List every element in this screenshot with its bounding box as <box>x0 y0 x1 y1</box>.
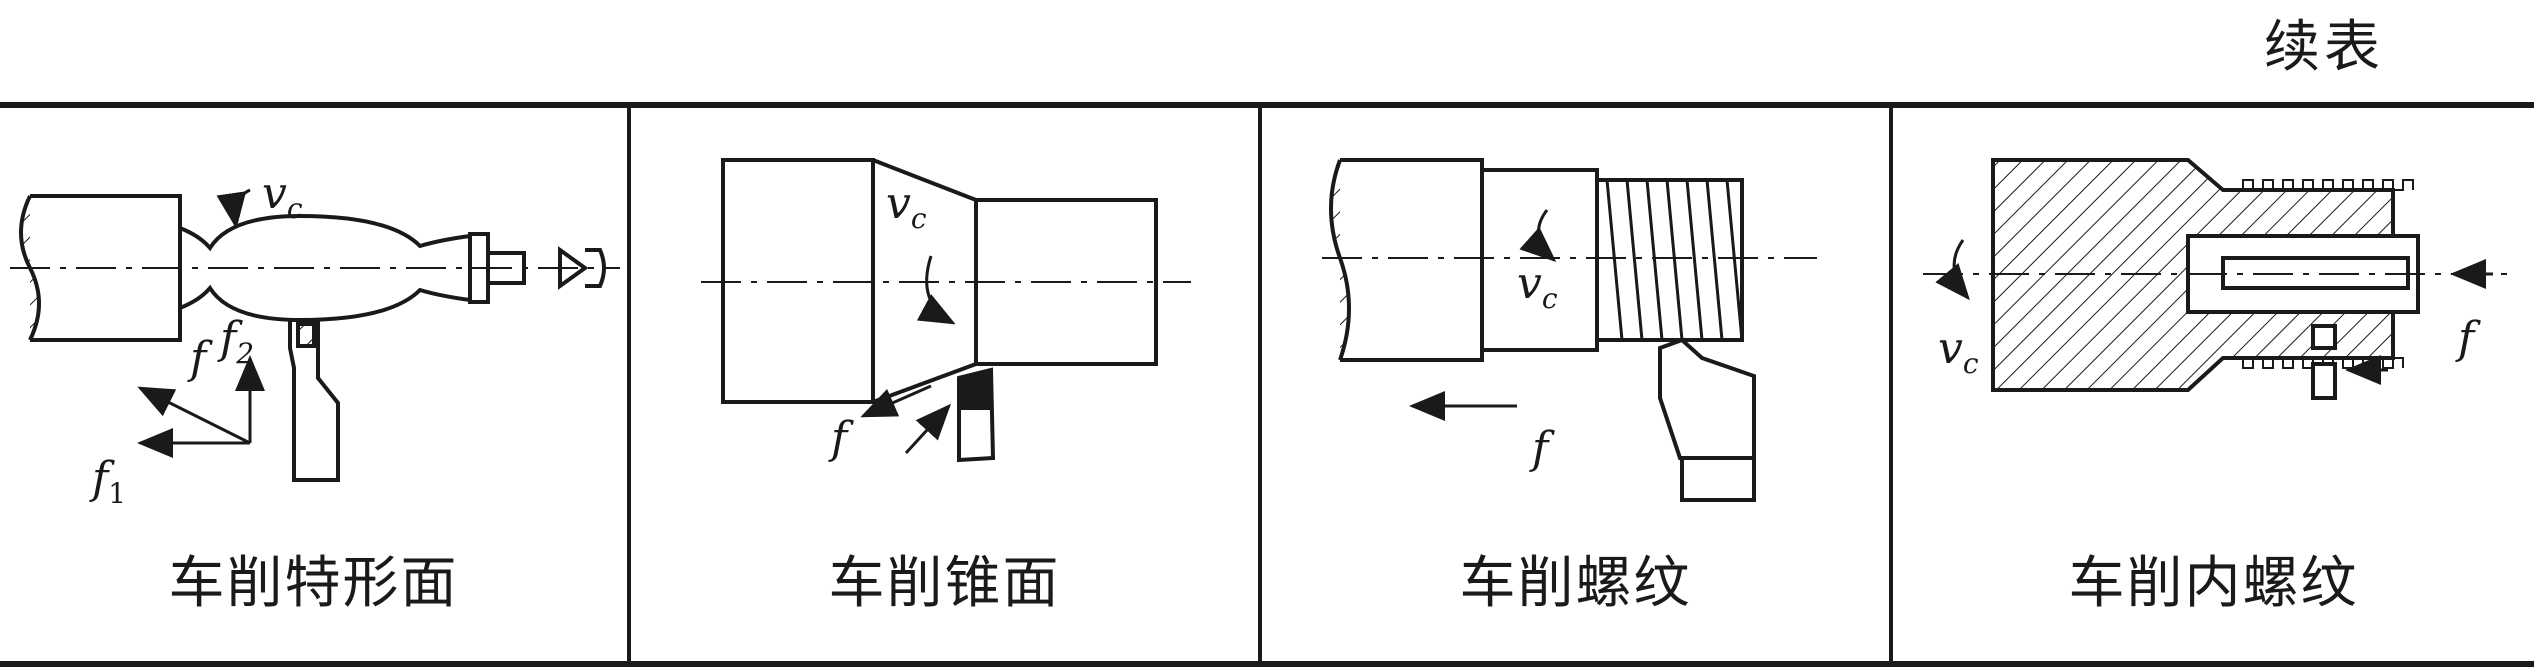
caption-form-surface: 车削特形面 <box>168 551 459 616</box>
turning-thread-diagram: vc f <box>1322 158 1817 502</box>
f1-label: f1 <box>89 453 126 510</box>
turning-form-surface-diagram: vc f f2 f1 <box>10 168 620 510</box>
vc-label-3: vc <box>1517 258 1558 315</box>
column-divider-1 <box>627 108 631 661</box>
table-bottom-rule <box>0 661 2534 667</box>
turning-taper-diagram: vc f <box>701 158 1191 464</box>
column-divider-2 <box>1258 108 1262 661</box>
turning-internal-thread-diagram: vc f <box>1923 158 2513 400</box>
caption-internal-thread: 车削内螺纹 <box>2068 551 2359 616</box>
f-label-2: f <box>828 413 854 464</box>
f-label: f <box>187 333 213 384</box>
caption-thread: 车削螺纹 <box>1459 551 1692 616</box>
column-divider-3 <box>1889 108 1893 661</box>
table-top-rule <box>0 102 2534 108</box>
f2-label: f2 <box>217 313 254 370</box>
vc-label-2: vc <box>886 178 927 235</box>
vc-label: vc <box>262 168 303 225</box>
continued-label: 续表 <box>2264 15 2384 80</box>
f-label-4: f <box>2455 313 2481 364</box>
vc-label-4: vc <box>1938 323 1979 380</box>
f-label-3: f <box>1529 423 1555 474</box>
caption-taper: 车削锥面 <box>828 551 1061 616</box>
